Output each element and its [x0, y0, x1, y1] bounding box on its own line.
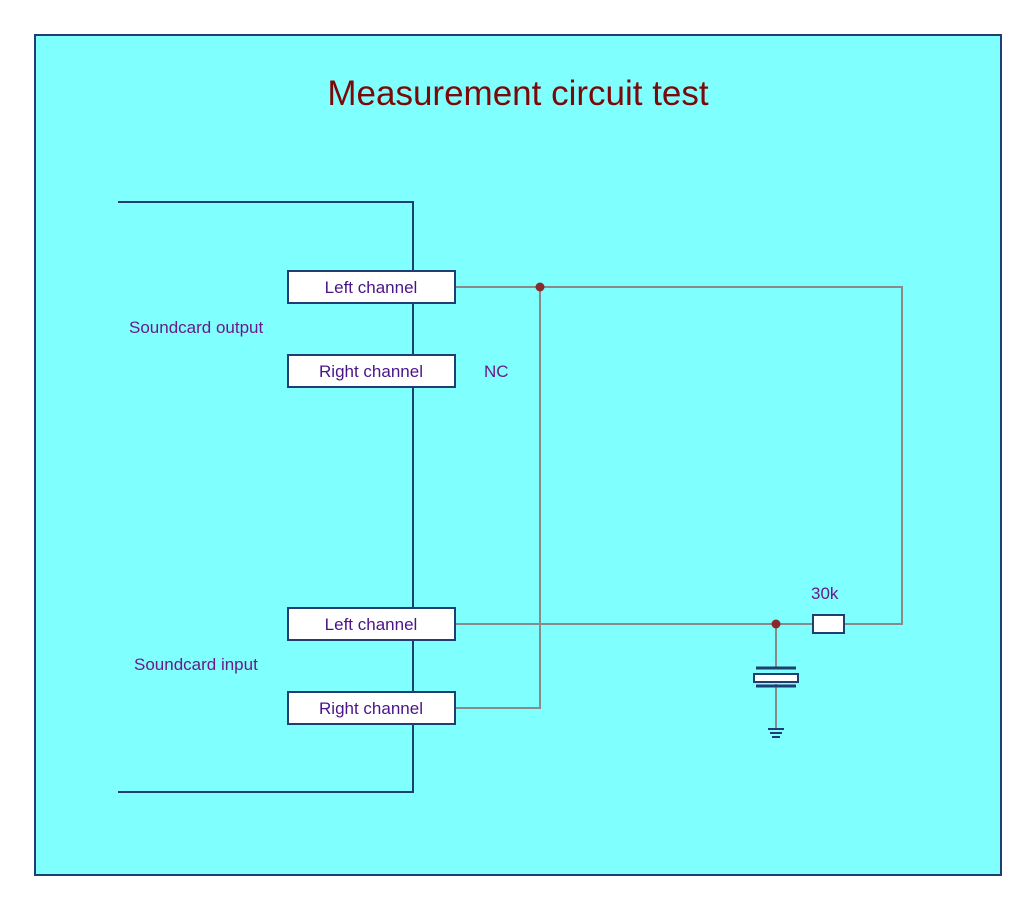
channel-box-output-left: Left channel — [287, 270, 456, 304]
soundcard-bracket — [118, 201, 414, 793]
channel-box-input-right: Right channel — [287, 691, 456, 725]
nc-label: NC — [484, 362, 509, 381]
wire-junction-to-input-right — [456, 287, 541, 709]
resistor-value-label: 30k — [811, 584, 839, 603]
channel-box-output-right: Right channel — [287, 354, 456, 388]
capacitor-symbol — [753, 666, 799, 688]
channel-label-input-left: Left channel — [325, 615, 418, 634]
diagram-panel — [34, 34, 1002, 876]
wire-output-left-to-resistor — [456, 286, 903, 625]
channel-label-input-right: Right channel — [319, 699, 423, 718]
soundcard-input-label: Soundcard input — [134, 655, 258, 674]
channel-label-output-right: Right channel — [319, 362, 423, 381]
junction-dot-bottom — [771, 619, 781, 629]
soundcard-output-label: Soundcard output — [129, 318, 263, 337]
channel-box-input-left: Left channel — [287, 607, 456, 641]
junction-dot-top — [535, 282, 545, 292]
resistor-30k — [812, 614, 845, 634]
channel-label-output-left: Left channel — [325, 278, 418, 297]
ground-icon — [768, 728, 784, 738]
diagram-title: Measurement circuit test — [327, 74, 709, 113]
